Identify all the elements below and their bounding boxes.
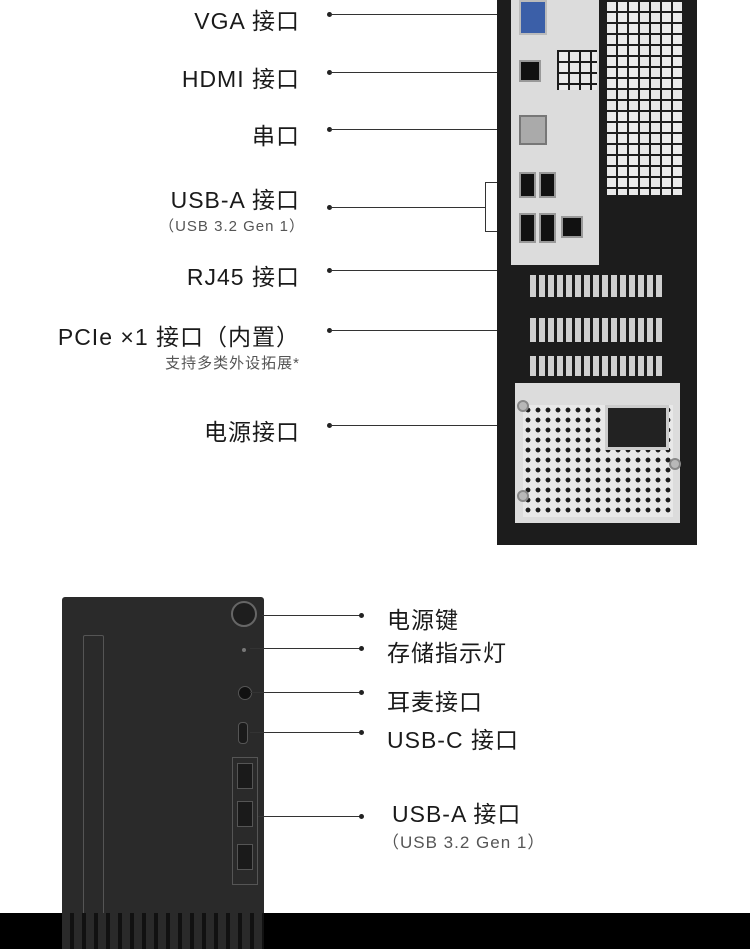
pcie-note-label: 支持多类外设拓展* bbox=[165, 355, 300, 372]
rj45-port bbox=[561, 216, 583, 238]
vent-grille bbox=[557, 50, 597, 90]
storage-led-label: 存储指示灯 bbox=[387, 640, 507, 666]
screw-icon bbox=[517, 400, 529, 412]
usb-a-port-label: USB-A 接口 bbox=[170, 187, 300, 213]
leader-line bbox=[330, 129, 520, 130]
usb-a-port-label: USB-A 接口 bbox=[392, 801, 522, 827]
leader-line bbox=[330, 330, 525, 331]
leader-line bbox=[330, 270, 570, 271]
headset-jack-icon bbox=[238, 686, 252, 700]
usb-c-port-label: USB-C 接口 bbox=[387, 727, 519, 753]
power-port bbox=[605, 405, 669, 450]
hdmi-port bbox=[519, 60, 541, 82]
leader-dot bbox=[359, 690, 364, 695]
usb-a-port bbox=[519, 213, 536, 243]
expansion-slot bbox=[527, 275, 662, 297]
vent-grille bbox=[605, 0, 683, 195]
usb-a-spec-label: （USB 3.2 Gen 1） bbox=[159, 218, 305, 235]
front-case-vent bbox=[62, 913, 264, 949]
vga-port-label: VGA 接口 bbox=[194, 8, 300, 34]
leader-bracket bbox=[485, 182, 486, 232]
leader-line bbox=[250, 648, 360, 649]
vga-port bbox=[519, 0, 547, 35]
usb-a-spec-label: （USB 3.2 Gen 1） bbox=[382, 833, 546, 852]
leader-dot bbox=[327, 127, 332, 132]
rj45-port-label: RJ45 接口 bbox=[186, 264, 300, 290]
serial-port bbox=[519, 115, 547, 145]
leader-dot bbox=[359, 814, 364, 819]
leader-line bbox=[262, 615, 360, 616]
leader-line bbox=[330, 425, 610, 426]
headset-port-label: 耳麦接口 bbox=[387, 689, 483, 715]
front-case bbox=[62, 597, 264, 949]
power-button-label: 电源键 bbox=[387, 607, 459, 633]
hdmi-port-label: HDMI 接口 bbox=[181, 66, 300, 92]
usb-a-bay bbox=[232, 757, 258, 885]
leader-line bbox=[330, 207, 485, 208]
pcie-slot bbox=[527, 318, 662, 342]
usb-a-port bbox=[519, 172, 536, 198]
leader-dot bbox=[327, 423, 332, 428]
usb-a-port bbox=[539, 172, 556, 198]
pcie-slot-label: PCIe ×1 接口（内置） bbox=[57, 324, 300, 350]
screw-icon bbox=[517, 490, 529, 502]
leader-line bbox=[250, 692, 360, 693]
power-button-icon bbox=[231, 601, 257, 627]
leader-dot bbox=[327, 205, 332, 210]
leader-line bbox=[330, 72, 520, 73]
usb-a-port bbox=[237, 801, 253, 827]
screw-icon bbox=[669, 458, 681, 470]
leader-dot bbox=[327, 70, 332, 75]
leader-dot bbox=[359, 730, 364, 735]
leader-dot bbox=[327, 268, 332, 273]
usb-c-port bbox=[238, 722, 248, 744]
rear-panel bbox=[497, 0, 697, 545]
expansion-slot bbox=[527, 356, 662, 376]
leader-dot bbox=[327, 12, 332, 17]
leader-dot bbox=[327, 328, 332, 333]
leader-dot bbox=[359, 646, 364, 651]
serial-port-label: 串口 bbox=[252, 123, 300, 149]
usb-a-port bbox=[237, 844, 253, 870]
leader-dot bbox=[359, 613, 364, 618]
leader-line bbox=[250, 732, 360, 733]
leader-line bbox=[330, 14, 520, 15]
storage-led-icon bbox=[242, 648, 246, 652]
usb-a-port bbox=[539, 213, 556, 243]
leader-line bbox=[258, 816, 360, 817]
power-port-label: 电源接口 bbox=[204, 419, 300, 445]
optical-bay bbox=[83, 635, 104, 935]
usb-a-port bbox=[237, 763, 253, 789]
